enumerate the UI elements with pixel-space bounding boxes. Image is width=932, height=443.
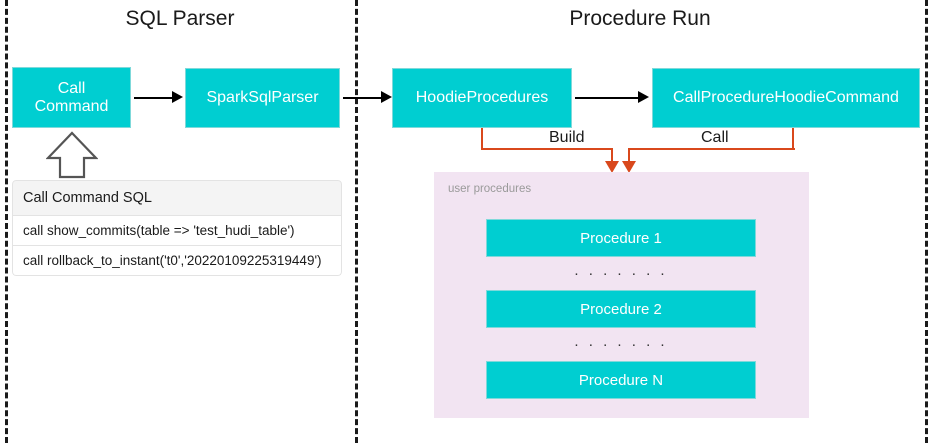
- node-call-procedure-hoodie-command[interactable]: CallProcedureHoodieCommand: [652, 68, 920, 128]
- node-hoodie-procedures[interactable]: HoodieProcedures: [392, 68, 572, 128]
- node-call-command[interactable]: Call Command: [12, 67, 131, 128]
- node-call-command-line2: Command: [34, 97, 109, 115]
- arrow-head-right-icon: [381, 91, 392, 103]
- section-title-procedure-run: Procedure Run: [569, 7, 711, 30]
- build-connector-segment-horizontal: [481, 148, 613, 150]
- arrow-up-hollow-icon: [46, 131, 98, 179]
- arrow-head-right-icon: [172, 91, 183, 103]
- sql-table-header: Call Command SQL: [12, 180, 342, 216]
- section-title-sql-parser: SQL Parser: [125, 7, 235, 30]
- user-procedures-panel: user procedures Procedure 1 . . . . . . …: [434, 172, 809, 418]
- call-connector-segment-horizontal: [628, 148, 795, 150]
- procedure-item[interactable]: Procedure 1: [486, 219, 756, 257]
- sql-table-row: call rollback_to_instant('t0','202201092…: [12, 246, 342, 276]
- region-divider-middle: [355, 0, 358, 443]
- arrow-head-down-icon: [622, 161, 636, 173]
- arrow-call-command-to-spark-sql-parser: [134, 97, 174, 99]
- node-call-command-line1: Call: [57, 79, 86, 97]
- edge-label-call: Call: [697, 129, 733, 147]
- build-connector-segment-vertical: [481, 128, 483, 150]
- ellipsis-separator: . . . . . . .: [574, 262, 668, 279]
- region-border-right: [925, 0, 928, 443]
- ellipsis-separator: . . . . . . .: [574, 333, 668, 350]
- call-connector-segment-drop: [628, 148, 630, 162]
- build-connector-segment-drop: [611, 148, 613, 162]
- user-procedures-label: user procedures: [448, 183, 532, 195]
- procedure-item[interactable]: Procedure 2: [486, 290, 756, 328]
- node-spark-sql-parser[interactable]: SparkSqlParser: [185, 68, 340, 128]
- arrow-head-down-icon: [605, 161, 619, 173]
- arrow-hoodie-procedures-to-call-procedure-hoodie-command: [575, 97, 640, 99]
- edge-label-build: Build: [545, 129, 589, 147]
- call-connector-segment-vertical: [792, 128, 794, 150]
- procedure-item[interactable]: Procedure N: [486, 361, 756, 399]
- call-command-sql-table: Call Command SQL call show_commits(table…: [12, 180, 342, 276]
- arrow-spark-sql-parser-to-hoodie-procedures: [343, 97, 383, 99]
- sql-table-row: call show_commits(table => 'test_hudi_ta…: [12, 216, 342, 246]
- region-border-left: [5, 0, 8, 443]
- arrow-head-right-icon: [638, 91, 649, 103]
